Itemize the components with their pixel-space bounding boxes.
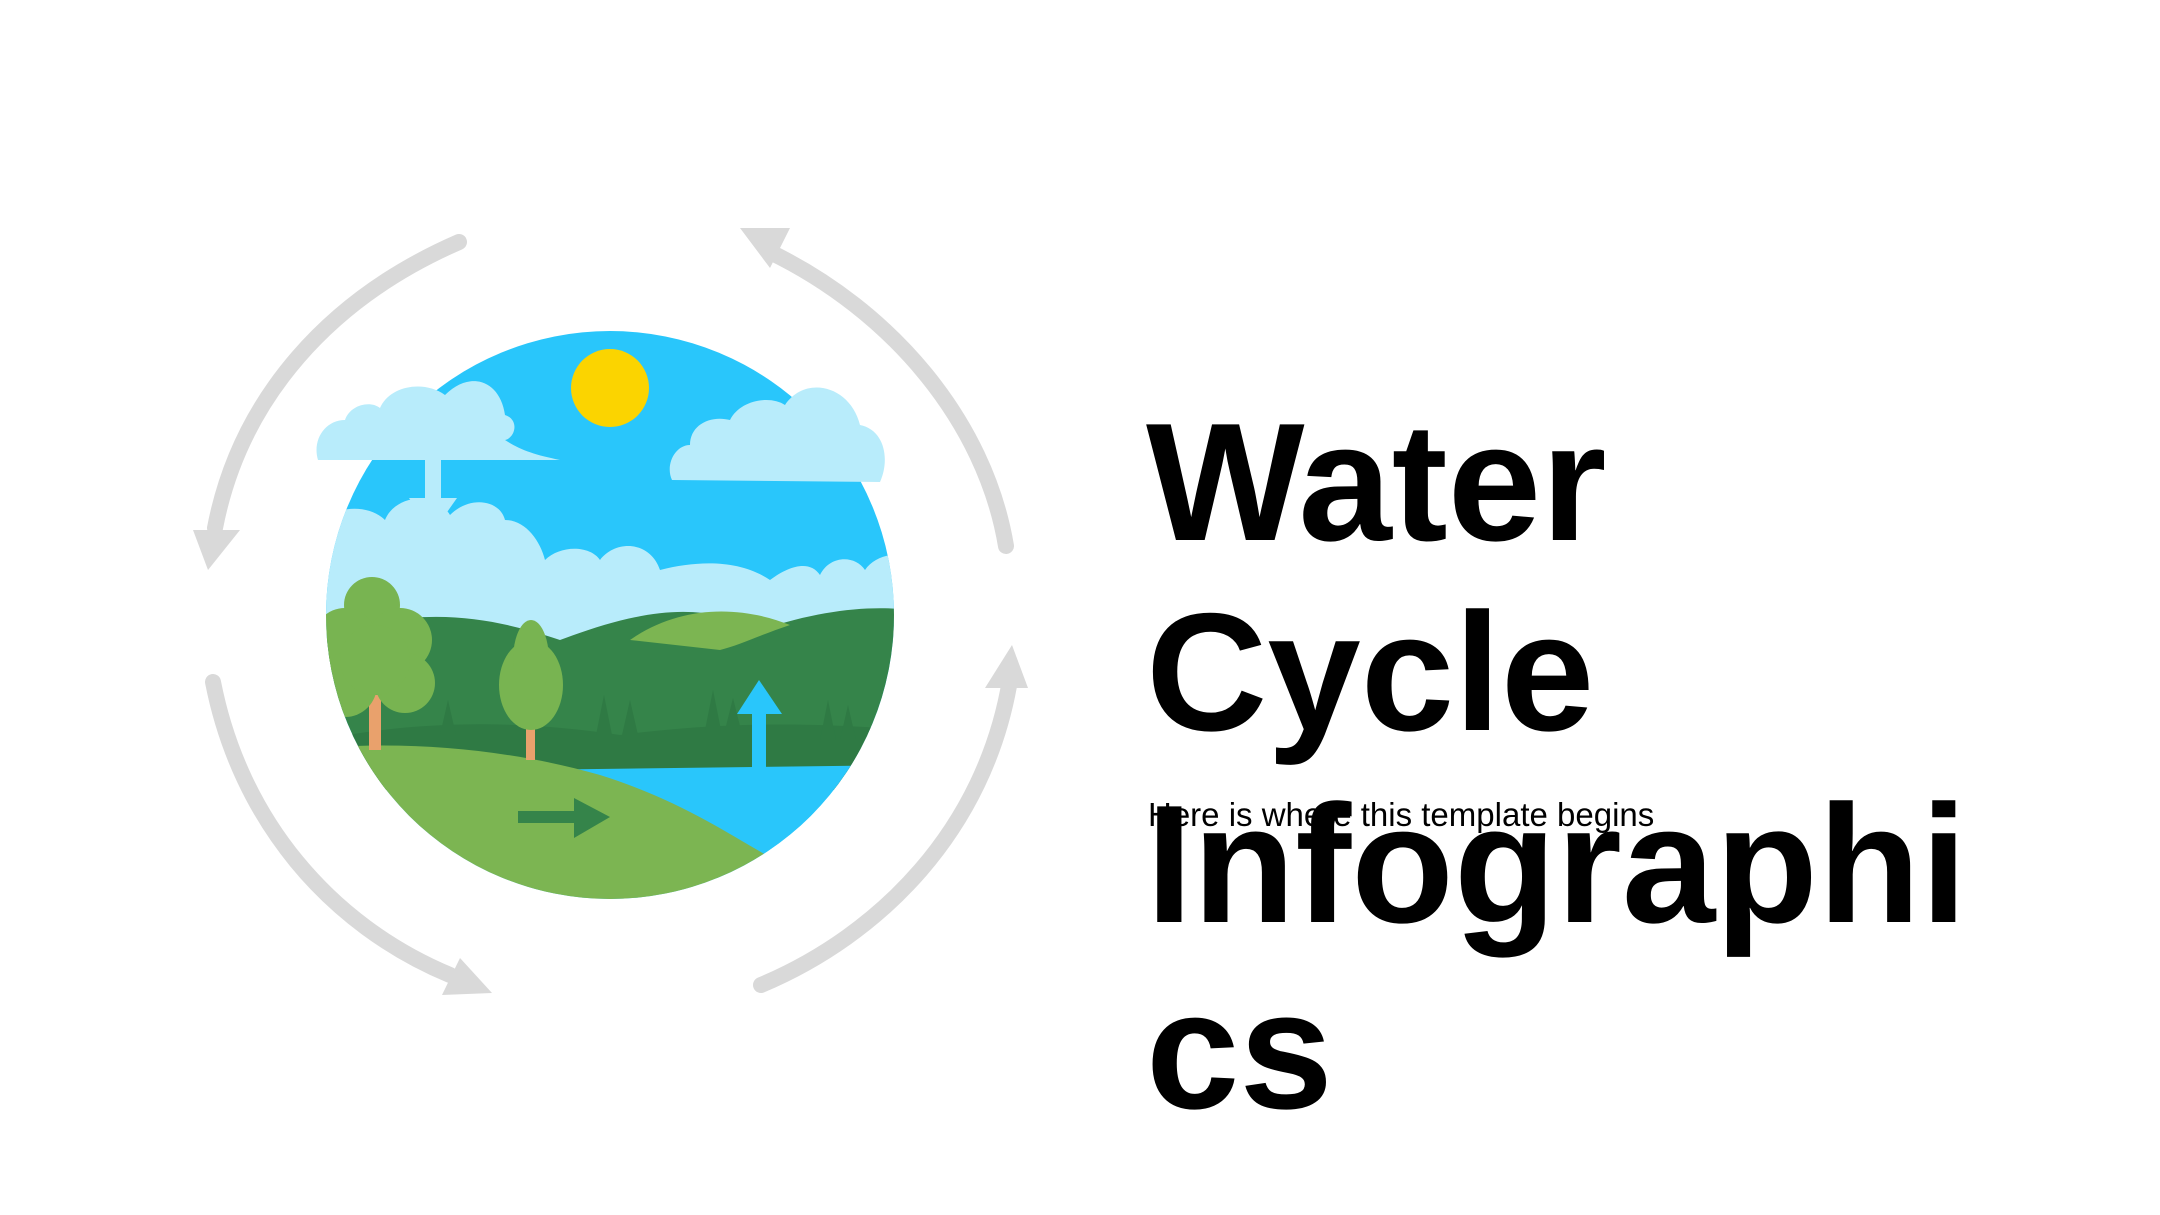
title-line-1: Water [1146, 388, 1607, 576]
sun-icon [571, 349, 649, 427]
arrowhead-bottom-icon [442, 958, 492, 995]
evaporation-arrow-icon [737, 680, 782, 768]
cycle-arrow-bottom-left [205, 674, 458, 983]
cycle-arrow-top-left [207, 234, 467, 536]
cloud-left-icon [316, 381, 560, 460]
arrowhead-right-icon [985, 645, 1028, 688]
arrowhead-top-icon [740, 228, 790, 268]
cycle-arrow-top-right [762, 244, 1014, 554]
title-line-3: Infographi [1146, 770, 1968, 958]
hill-back-light [630, 611, 790, 650]
title-line-2: Cycle [1146, 578, 1595, 766]
tree-small-icon [499, 620, 563, 760]
subtitle: Here is where this template begins [1148, 796, 1655, 833]
cycle-arrows [205, 234, 1018, 993]
rain-arrow-icon [409, 460, 457, 532]
arrowhead-left-icon [193, 530, 240, 570]
cloud-right-icon [669, 387, 885, 482]
cloud-band [326, 498, 894, 640]
runoff-arrow-icon [518, 798, 610, 838]
cycle-arrow-bottom-right [753, 672, 1018, 993]
title-line-4: cs [1146, 956, 1333, 1144]
cycle-arrowheads [193, 228, 1028, 995]
pine-trees [440, 690, 856, 740]
